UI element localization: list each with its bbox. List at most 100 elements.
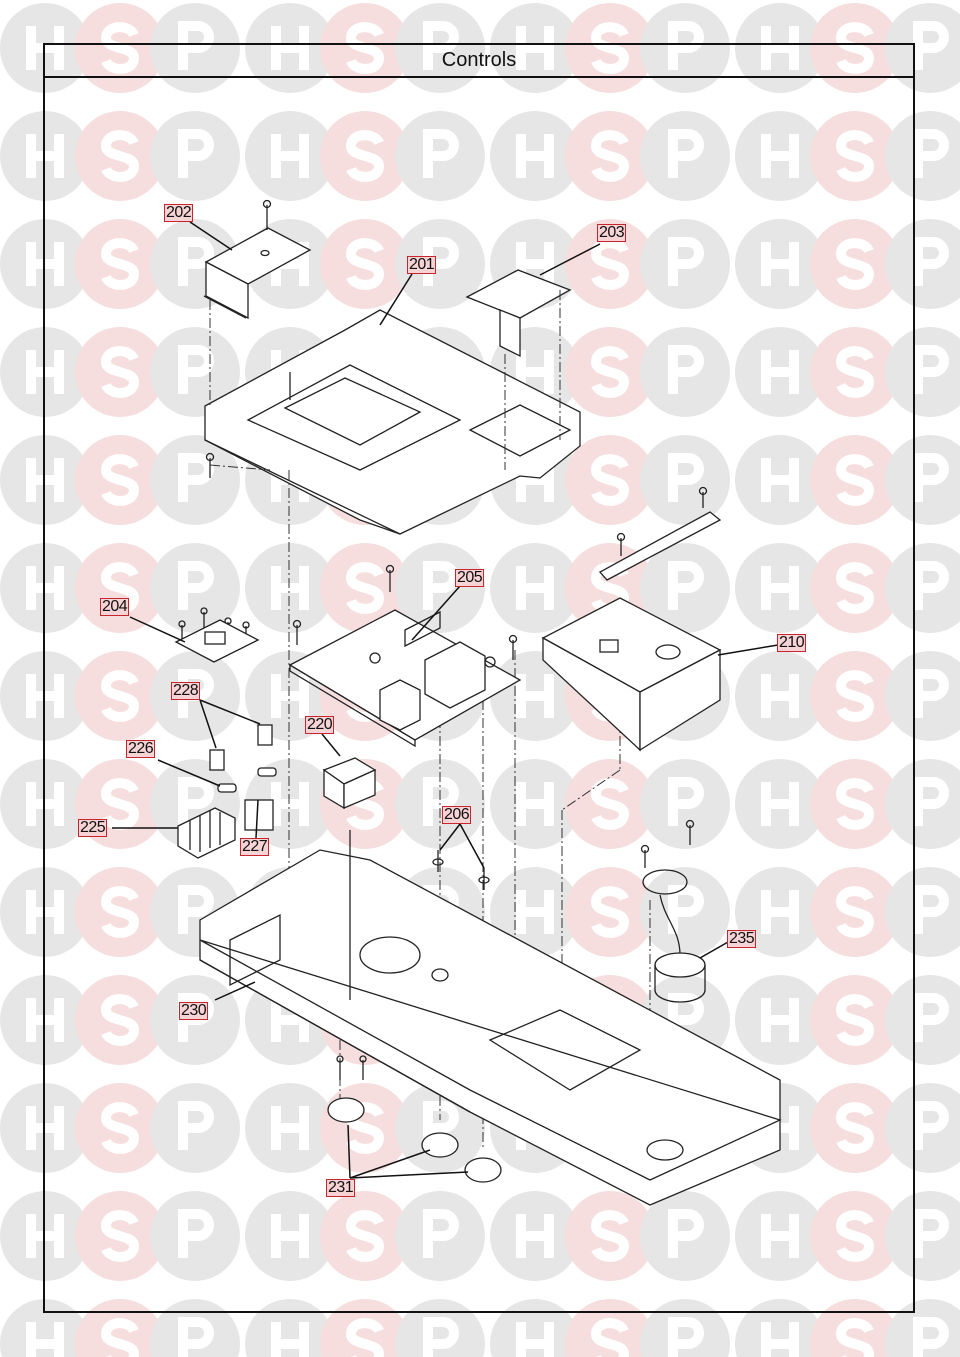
watermark-glyph-icon xyxy=(913,1317,949,1357)
watermark-glyph-icon xyxy=(913,21,949,70)
part-label-206[interactable]: 206 xyxy=(442,806,472,824)
watermark-circle xyxy=(0,1299,90,1357)
part-206-drawing xyxy=(432,850,490,890)
watermark-glyph-icon xyxy=(345,22,385,74)
part-label-204[interactable]: 204 xyxy=(100,598,130,616)
watermark-glyph-icon xyxy=(761,782,799,826)
watermark-glyph-icon xyxy=(835,562,875,614)
watermark-glyph-icon xyxy=(26,566,64,610)
part-202-drawing xyxy=(203,199,312,320)
watermark-glyph-icon xyxy=(178,129,214,178)
watermark-glyph-icon xyxy=(761,242,799,286)
watermark-glyph-icon xyxy=(178,669,214,718)
watermark-circle xyxy=(395,1299,485,1357)
watermark-glyph-icon xyxy=(668,885,704,934)
watermark-glyph-icon xyxy=(345,1318,385,1357)
watermark-glyph-icon xyxy=(835,1210,875,1262)
part-label-226[interactable]: 226 xyxy=(126,740,156,758)
part-label-205[interactable]: 205 xyxy=(455,569,485,587)
part-label-230[interactable]: 230 xyxy=(179,1002,209,1020)
watermark-glyph-icon xyxy=(668,561,704,610)
watermark-glyph-icon xyxy=(913,561,949,610)
watermark-glyph-icon xyxy=(835,994,875,1046)
watermark-circle xyxy=(490,1299,580,1357)
watermark-glyph-icon xyxy=(516,26,554,70)
diagram-frame: Controls xyxy=(43,43,915,1313)
watermark-glyph-icon xyxy=(913,345,949,394)
watermark-glyph-icon xyxy=(26,134,64,178)
watermark-glyph-icon xyxy=(178,777,214,826)
watermark-glyph-icon xyxy=(590,1318,630,1357)
watermark-glyph-icon xyxy=(590,886,630,938)
watermark-glyph-icon xyxy=(100,238,140,290)
watermark-glyph-icon xyxy=(423,1209,459,1258)
part-label-201[interactable]: 201 xyxy=(407,256,437,274)
part-label-203[interactable]: 203 xyxy=(597,224,627,242)
watermark-glyph-icon xyxy=(178,345,214,394)
part-label-202[interactable]: 202 xyxy=(164,204,194,222)
watermark-glyph-icon xyxy=(178,561,214,610)
watermark-glyph-icon xyxy=(590,238,630,290)
part-231-drawing xyxy=(327,1097,502,1183)
watermark-glyph-icon xyxy=(345,562,385,614)
watermark-glyph-icon xyxy=(835,1318,875,1357)
watermark-glyph-icon xyxy=(26,998,64,1042)
watermark-glyph-icon xyxy=(271,566,309,610)
part-220-drawing xyxy=(322,757,377,810)
part-label-228[interactable]: 228 xyxy=(171,682,201,700)
watermark-glyph-icon xyxy=(516,566,554,610)
watermark-circle xyxy=(245,1299,335,1357)
watermark-glyph-icon xyxy=(668,237,704,286)
part-label-227[interactable]: 227 xyxy=(240,838,270,856)
watermark-glyph-icon xyxy=(26,242,64,286)
watermark-glyph-icon xyxy=(423,561,459,610)
watermark-glyph-icon xyxy=(590,346,630,398)
watermark-glyph-icon xyxy=(761,566,799,610)
watermark-glyph-icon xyxy=(345,238,385,290)
watermark-glyph-icon xyxy=(516,1322,554,1357)
part-label-225[interactable]: 225 xyxy=(78,819,108,837)
watermark-glyph-icon xyxy=(835,346,875,398)
watermark-glyph-icon xyxy=(668,453,704,502)
watermark-glyph-icon xyxy=(761,1214,799,1258)
watermark-glyph-icon xyxy=(271,674,309,718)
watermark-glyph-icon xyxy=(345,1210,385,1262)
watermark-glyph-icon xyxy=(100,22,140,74)
watermark-glyph-icon xyxy=(835,454,875,506)
part-label-220[interactable]: 220 xyxy=(305,716,335,734)
watermark-glyph-icon xyxy=(100,130,140,182)
watermark-glyph-icon xyxy=(913,777,949,826)
watermark-glyph-icon xyxy=(516,1214,554,1258)
watermark-glyph-icon xyxy=(913,993,949,1042)
part-label-210[interactable]: 210 xyxy=(777,634,807,652)
watermark-glyph-icon xyxy=(423,129,459,178)
watermark-glyph-icon xyxy=(913,1209,949,1258)
watermark-circle xyxy=(150,1299,240,1357)
part-label-231[interactable]: 231 xyxy=(326,1179,356,1197)
watermark-glyph-icon xyxy=(271,782,309,826)
watermark-circle xyxy=(640,1299,730,1357)
leader-lines xyxy=(112,221,779,1179)
watermark-glyph-icon xyxy=(100,1318,140,1357)
watermark-glyph-icon xyxy=(26,458,64,502)
watermark-glyph-icon xyxy=(100,346,140,398)
watermark-glyph-icon xyxy=(913,129,949,178)
part-205-drawing xyxy=(288,609,522,748)
watermark-glyph-icon xyxy=(100,454,140,506)
watermark-glyph-icon xyxy=(761,458,799,502)
watermark-glyph-icon xyxy=(423,237,459,286)
watermark-glyph-icon xyxy=(423,777,459,826)
watermark-glyph-icon xyxy=(26,26,64,70)
watermark-glyph-icon xyxy=(835,22,875,74)
part-230-drawing xyxy=(199,830,782,1206)
watermark-glyph-icon xyxy=(100,1102,140,1154)
watermark-glyph-icon xyxy=(590,22,630,74)
part-label-235[interactable]: 235 xyxy=(727,930,757,948)
watermark-glyph-icon xyxy=(100,994,140,1046)
watermark-glyph-icon xyxy=(668,1209,704,1258)
watermark-glyph-icon xyxy=(178,1209,214,1258)
watermark-glyph-icon xyxy=(913,237,949,286)
watermark-glyph-icon xyxy=(835,238,875,290)
watermark-glyph-icon xyxy=(761,674,799,718)
